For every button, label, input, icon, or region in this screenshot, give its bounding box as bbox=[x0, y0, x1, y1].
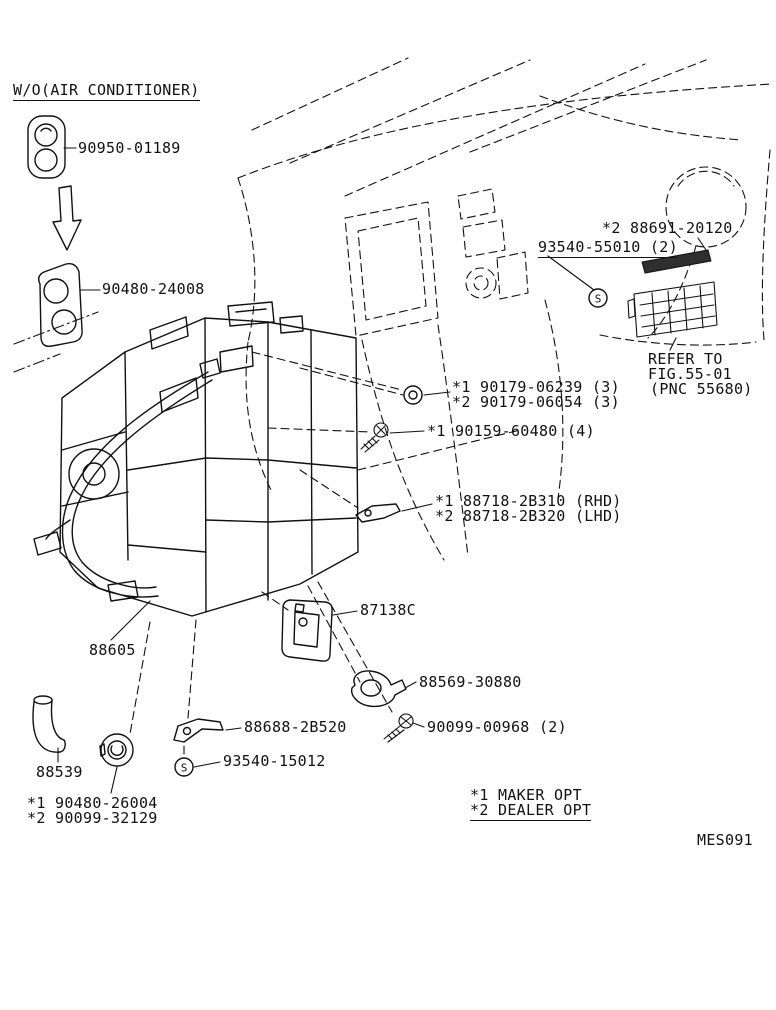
wire-harness bbox=[33, 358, 221, 602]
part-label-90159-60480: *1 90159-60480 (4) bbox=[427, 422, 595, 440]
part-label-87138c: 87138C bbox=[360, 601, 416, 619]
hose-88539 bbox=[32, 695, 66, 753]
refer-note-line2: FIG.55-01 bbox=[648, 365, 732, 383]
dashboard-outline bbox=[237, 57, 773, 561]
clamp-88569 bbox=[350, 670, 407, 708]
bracket-87138c bbox=[281, 599, 333, 662]
legend-maker-opt: *1 MAKER OPT bbox=[470, 786, 582, 804]
legend-dealer-opt: *2 DEALER OPT bbox=[470, 801, 592, 821]
part-label-90480-26004: *1 90480-26004 bbox=[27, 794, 158, 812]
screw-symbol-bottom-letter: S bbox=[181, 762, 188, 775]
grommet-90480 bbox=[37, 262, 83, 348]
wiring-strip-88691 bbox=[641, 249, 712, 274]
screw-90099 bbox=[383, 713, 414, 743]
part-label-88718-2b320: *2 88718-2B320 (LHD) bbox=[435, 507, 622, 525]
part-label-88718-2b310: *1 88718-2B310 (RHD) bbox=[435, 492, 622, 510]
flange-nut-90179 bbox=[403, 385, 423, 405]
screw-symbol-bottom: S bbox=[174, 757, 194, 777]
screw-90159 bbox=[360, 422, 389, 453]
amplifier-unit bbox=[627, 281, 718, 338]
screw-symbol-top: S bbox=[588, 288, 608, 308]
refer-note-line1: REFER TO bbox=[648, 350, 723, 368]
part-label-90179-06239: *1 90179-06239 (3) bbox=[452, 378, 620, 396]
figure-code: MES091 bbox=[697, 831, 753, 849]
condition-note: W/O(AIR CONDITIONER) bbox=[13, 81, 200, 101]
clamp-88688 bbox=[173, 718, 224, 743]
clamp-88718 bbox=[355, 503, 401, 523]
screw-symbol-top-letter: S bbox=[595, 293, 602, 306]
part-label-90179-06054: *2 90179-06054 (3) bbox=[452, 393, 620, 411]
grommet-90950 bbox=[27, 115, 66, 179]
part-label-90099-32129: *2 90099-32129 bbox=[27, 809, 158, 827]
part-label-90480-24008: 90480-24008 bbox=[102, 280, 205, 298]
refer-note-line3: (PNC 55680) bbox=[650, 380, 753, 398]
assembly-dashed-lines bbox=[129, 351, 521, 758]
part-label-88605: 88605 bbox=[89, 641, 136, 659]
part-label-93540-55010: 93540-55010 (2) bbox=[538, 238, 678, 258]
part-label-88569-30880: 88569-30880 bbox=[419, 673, 522, 691]
grommet-26004 bbox=[99, 733, 134, 767]
part-label-90099-00968: 90099-00968 (2) bbox=[427, 718, 567, 736]
part-label-93540-15012: 93540-15012 bbox=[223, 752, 326, 770]
heater-unit bbox=[59, 301, 359, 617]
part-label-88539: 88539 bbox=[36, 763, 83, 781]
datum-lines bbox=[13, 311, 99, 373]
leader-lines bbox=[57, 147, 707, 794]
part-label-90950-01189: 90950-01189 bbox=[78, 139, 181, 157]
part-label-88688-2b520: 88688-2B520 bbox=[244, 718, 347, 736]
part-label-88691-20120: *2 88691-20120 bbox=[602, 219, 733, 237]
down-arrow-icon bbox=[52, 185, 82, 251]
